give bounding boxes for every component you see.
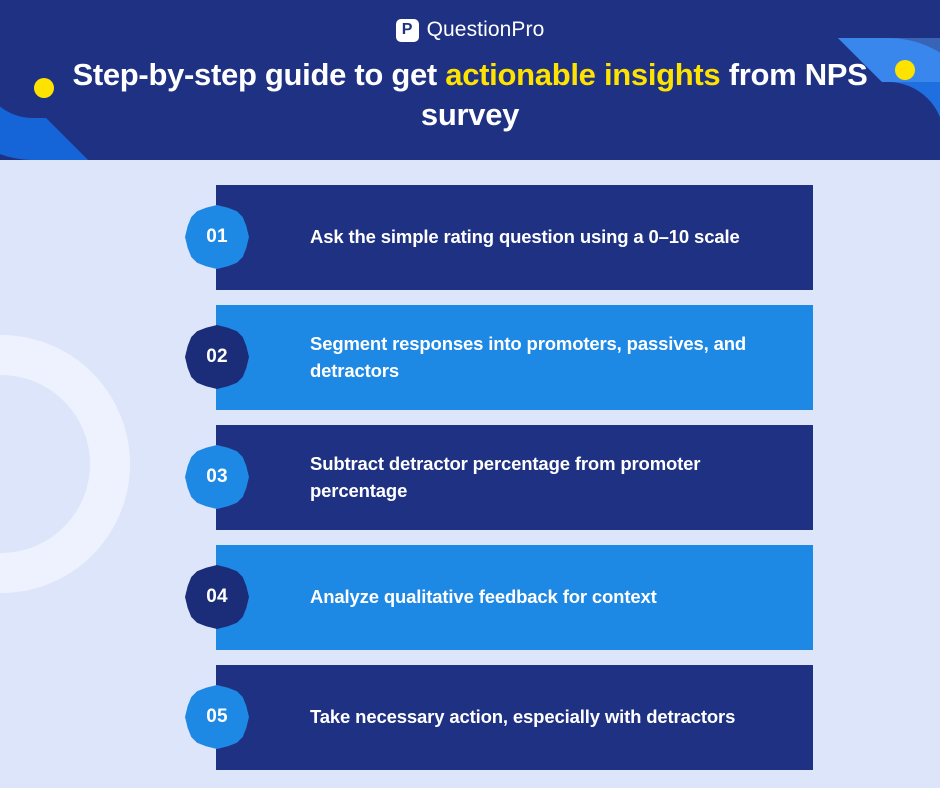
- steps-list: Ask the simple rating question using a 0…: [0, 185, 940, 785]
- step-item: Take necessary action, especially with d…: [0, 665, 940, 770]
- step-card: Analyze qualitative feedback for context: [216, 545, 813, 650]
- step-number: 02: [206, 346, 228, 367]
- page-title: Step-by-step guide to get actionable ins…: [70, 55, 870, 134]
- step-text: Ask the simple rating question using a 0…: [310, 226, 740, 248]
- step-card: Ask the simple rating question using a 0…: [216, 185, 813, 290]
- yellow-dot-right-icon: [895, 60, 915, 80]
- brand-logo: P QuestionPro: [0, 18, 940, 42]
- title-segment-3: from NPS survey: [420, 57, 868, 132]
- step-number: 01: [206, 226, 228, 247]
- step-item: Subtract detractor percentage from promo…: [0, 425, 940, 530]
- step-number: 04: [206, 586, 228, 607]
- questionpro-logo-icon: P: [395, 18, 419, 42]
- step-text: Take necessary action, especially with d…: [310, 706, 736, 728]
- step-number-badge: 01: [185, 205, 249, 269]
- step-number-badge: 04: [185, 565, 249, 629]
- brand-name: QuestionPro: [426, 18, 545, 41]
- step-item: Analyze qualitative feedback for context…: [0, 545, 940, 650]
- step-number-badge: 02: [185, 325, 249, 389]
- step-card: Segment responses into promoters, passiv…: [216, 305, 813, 410]
- step-number: 03: [206, 466, 228, 487]
- step-text: Analyze qualitative feedback for context: [310, 586, 657, 608]
- step-text: Subtract detractor percentage from promo…: [310, 452, 701, 501]
- header-right-arc-decoration: [838, 38, 940, 160]
- step-card: Subtract detractor percentage from promo…: [216, 425, 813, 530]
- step-number: 05: [206, 706, 228, 727]
- step-item: Ask the simple rating question using a 0…: [0, 185, 940, 290]
- header-left-arc-decoration: [0, 0, 88, 160]
- title-segment-1: Step-by-step guide to get: [72, 57, 446, 92]
- step-number-badge: 05: [185, 685, 249, 749]
- header-banner: P QuestionPro Step-by-step guide to get …: [0, 0, 940, 160]
- step-text: Segment responses into promoters, passiv…: [310, 332, 747, 381]
- yellow-dot-left-icon: [34, 78, 54, 98]
- step-number-badge: 03: [185, 445, 249, 509]
- title-highlight-insights: insights: [603, 57, 721, 92]
- title-segment-2: [596, 57, 604, 92]
- step-card: Take necessary action, especially with d…: [216, 665, 813, 770]
- title-highlight-actionable: actionable: [445, 57, 596, 92]
- step-item: Segment responses into promoters, passiv…: [0, 305, 940, 410]
